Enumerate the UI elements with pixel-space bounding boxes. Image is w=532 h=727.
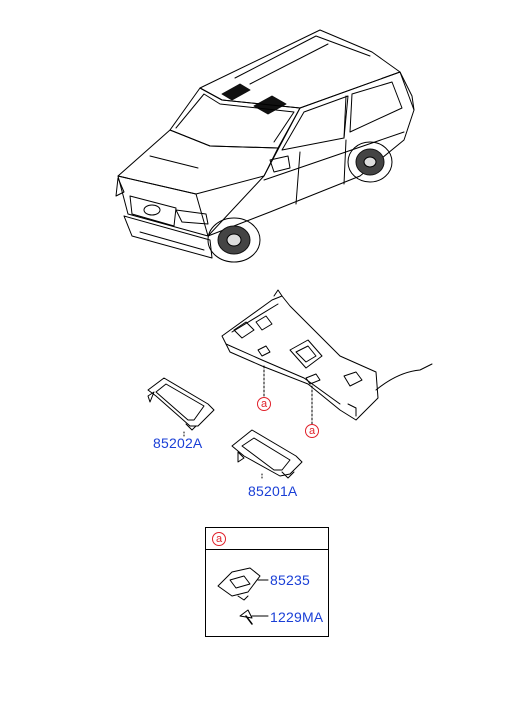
part-label-visor-right[interactable]: 85201A bbox=[248, 483, 298, 499]
detail-box: a bbox=[205, 527, 329, 637]
part-label-retainer[interactable]: 85235 bbox=[270, 572, 310, 588]
headliner-panel bbox=[221, 289, 433, 425]
sun-visor-right bbox=[231, 429, 303, 479]
detail-box-header: a bbox=[206, 528, 328, 550]
callout-a-1: a bbox=[257, 397, 271, 411]
part-label-screw[interactable]: 1229MA bbox=[270, 609, 324, 625]
screw bbox=[239, 609, 269, 625]
vehicle-illustration bbox=[115, 29, 415, 263]
sun-visor-left bbox=[147, 377, 215, 437]
callout-a-2: a bbox=[305, 424, 319, 438]
part-label-visor-left[interactable]: 85202A bbox=[153, 435, 203, 451]
visor-retainer bbox=[217, 567, 269, 601]
detail-callout-a: a bbox=[212, 532, 226, 546]
